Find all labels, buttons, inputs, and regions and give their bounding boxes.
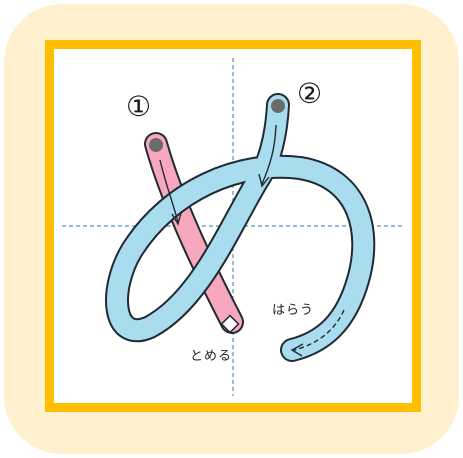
stroke-1-start-dot	[149, 138, 163, 152]
stroke-2-start-dot	[271, 99, 285, 113]
stroke-number-2: ②	[297, 80, 322, 108]
tome-label: とめる	[190, 345, 232, 364]
harau-label: はらう	[272, 299, 314, 318]
stroke-number-1: ①	[126, 93, 151, 121]
